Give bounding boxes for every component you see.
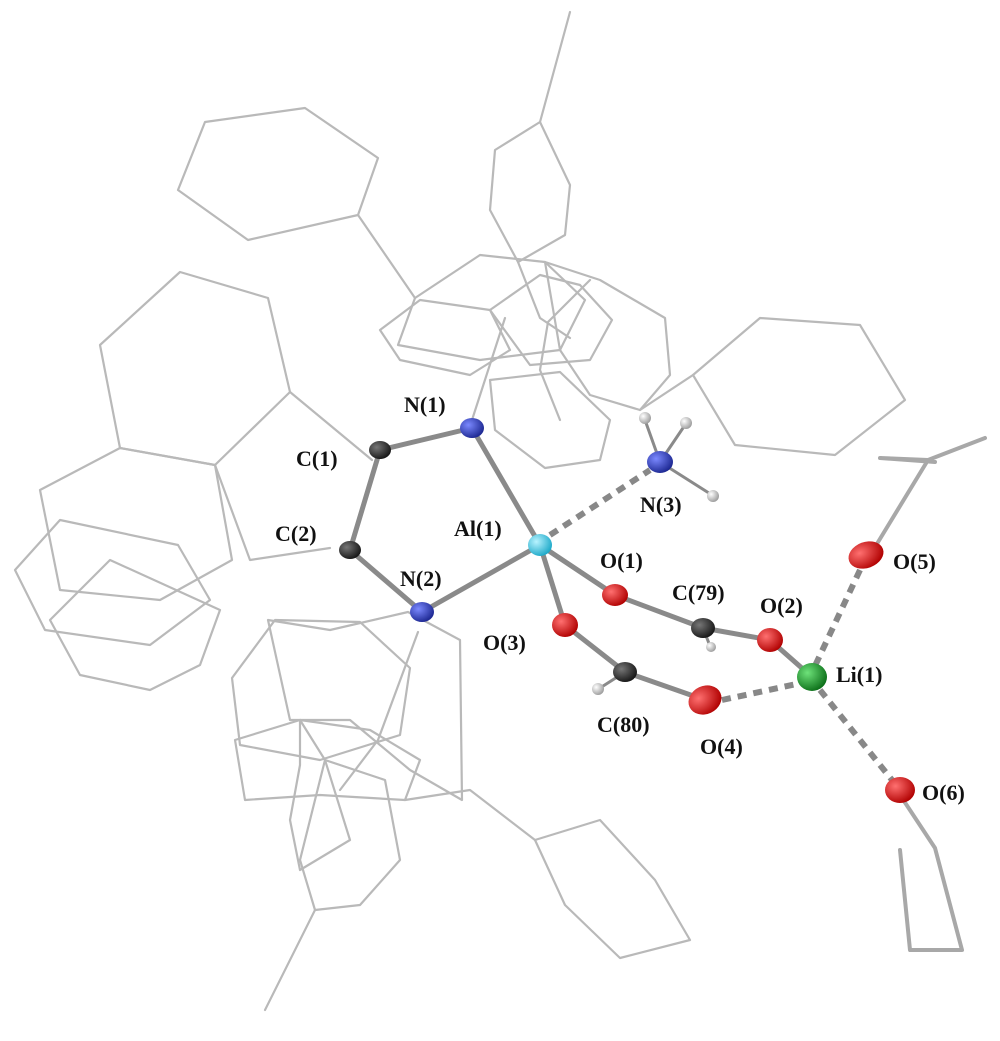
wire-thf-upper	[870, 436, 987, 554]
wire-segment	[516, 260, 572, 340]
dash-o5-li1	[811, 568, 863, 670]
label-al1: Al(1)	[454, 516, 502, 541]
wire-segment	[488, 10, 572, 264]
wire-segment	[356, 213, 417, 300]
wire-ring	[233, 718, 422, 802]
atom-h	[707, 490, 719, 502]
atom-c1	[369, 441, 391, 459]
label-c2: C(2)	[275, 521, 317, 546]
wire-segment	[403, 788, 537, 842]
atom-n1	[460, 418, 484, 438]
atom-labels: N(1) C(1) C(2) N(2) Al(1) N(3) O(1) C(79…	[275, 392, 965, 805]
bond-al1-o1	[537, 542, 618, 598]
bond-n1-al1	[469, 425, 543, 548]
atom-c79	[691, 618, 715, 638]
atom-h	[680, 417, 692, 429]
wire-ring	[488, 273, 614, 367]
atom-n2	[410, 602, 434, 622]
atom-h	[592, 683, 604, 695]
atom-al1	[528, 534, 552, 556]
wire-ring	[396, 253, 587, 362]
dash-al1-n3	[548, 467, 652, 538]
wire-ring	[38, 446, 234, 602]
ligand-wireframe	[13, 10, 987, 1012]
wire-ring	[98, 270, 292, 467]
bond-n2-al1	[419, 542, 543, 615]
label-o4: O(4)	[700, 734, 743, 759]
atom-o1	[602, 584, 628, 606]
atom-o5	[848, 541, 884, 569]
label-n3: N(3)	[640, 492, 682, 517]
label-o6: O(6)	[922, 780, 965, 805]
dash-o4-li1	[721, 679, 807, 703]
wire-segment	[538, 278, 592, 422]
atom-o6	[885, 777, 915, 803]
wire-ring	[543, 260, 672, 412]
label-c80: C(80)	[597, 712, 650, 737]
wire-ring	[48, 558, 222, 692]
atom-li1	[797, 663, 827, 691]
label-o2: O(2)	[760, 593, 803, 618]
label-c1: C(1)	[296, 446, 338, 471]
wire-ring	[298, 758, 402, 912]
wire-ring	[230, 618, 412, 762]
wire-ring	[176, 106, 380, 242]
atom-c80	[613, 662, 637, 682]
wire-ring	[488, 370, 612, 470]
wire-segment	[288, 390, 374, 462]
dash-li1-o6	[817, 688, 899, 787]
coordination-bonds	[548, 467, 899, 787]
label-li1: Li(1)	[836, 662, 882, 687]
bond-n1-c1	[377, 425, 475, 453]
wire-ring	[13, 518, 212, 647]
atom-n3	[647, 451, 673, 473]
wire-segment	[470, 316, 507, 422]
wire-ring	[691, 316, 907, 457]
bond-c2-n2	[347, 547, 425, 615]
label-o5: O(5)	[893, 549, 936, 574]
wire-segment	[638, 373, 695, 412]
label-n2: N(2)	[400, 566, 442, 591]
wire-segment	[338, 630, 420, 792]
atom-c2	[339, 541, 361, 559]
bond-o3-c80	[562, 622, 628, 675]
bond-c1-c2	[347, 447, 383, 553]
atom-o2	[757, 628, 783, 652]
atom-o3	[552, 613, 578, 637]
atom-h	[706, 642, 716, 652]
wire-segment	[213, 463, 332, 562]
bond-network	[347, 418, 815, 703]
atom-h	[639, 412, 651, 424]
wire-thf-upper	[878, 456, 937, 464]
label-c79: C(79)	[672, 580, 725, 605]
atom-o4	[688, 685, 722, 715]
label-n1: N(1)	[404, 392, 446, 417]
bond-o1-c79	[612, 592, 706, 631]
label-o3: O(3)	[483, 630, 526, 655]
atoms	[339, 412, 915, 803]
wire-ring	[266, 610, 464, 802]
wire-thf-lower	[898, 793, 964, 952]
bond-al1-o3	[537, 542, 568, 628]
wire-ring	[533, 818, 692, 960]
wire-ring	[378, 298, 512, 377]
label-o1: O(1)	[600, 548, 643, 573]
wire-segment	[263, 908, 317, 1012]
